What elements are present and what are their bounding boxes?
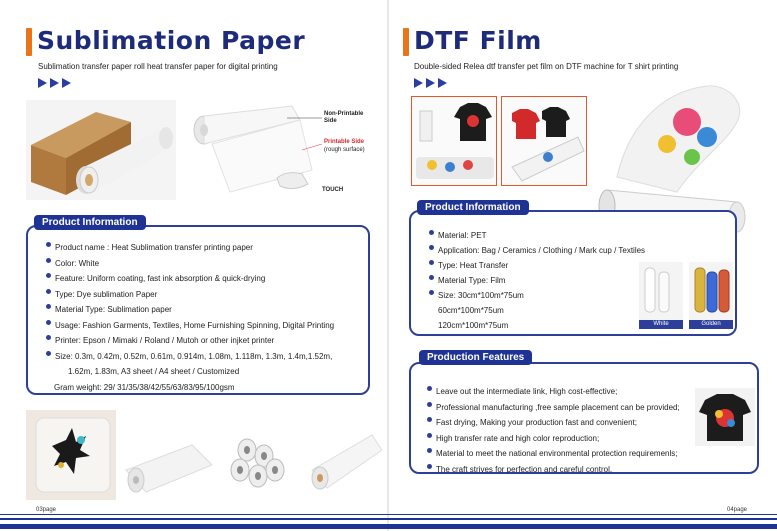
callout-touch: TOUCH — [322, 187, 344, 193]
arrow-icon — [50, 78, 59, 88]
printed-tshirt-photo — [695, 388, 755, 446]
page-spine — [387, 0, 389, 531]
info-item: Feature: Uniform coating, fast ink absor… — [46, 271, 334, 287]
bullet-icon — [429, 290, 434, 295]
white-swatch-label: White — [639, 320, 683, 329]
info-item: Size: 0.3m, 0.42m, 0.52m, 0.61m, 0.914m,… — [46, 349, 334, 365]
feature-item: Leave out the intermediate link, High co… — [427, 384, 680, 400]
bullet-icon — [427, 386, 432, 391]
product-info-list: Product name : Heat Sublimation transfer… — [46, 240, 334, 395]
product-info-title: Product Information — [34, 215, 146, 230]
bullet-icon — [427, 463, 432, 469]
dtf-product-info-title: Product Information — [417, 200, 529, 215]
product-info-box — [26, 225, 370, 395]
title-accent-bar — [26, 28, 32, 56]
info-item: Printer: Epson / Mimaki / Roland / Mutoh… — [46, 333, 334, 349]
feature-item: The craft strives for perfection and car… — [427, 462, 680, 478]
callout-printable: Printable Side — [324, 139, 365, 145]
feature-item: Professional manufacturing ,free sample … — [427, 400, 680, 416]
bullet-icon — [46, 288, 51, 294]
bullet-icon — [46, 257, 51, 263]
arrow-icon — [438, 78, 447, 88]
bullet-icon — [429, 245, 434, 250]
dtf-printed-shirts-photo — [501, 96, 587, 186]
dtf-product-info-list: Material: PET Application: Bag / Ceramic… — [429, 228, 645, 333]
info-item: Product name : Heat Sublimation transfer… — [46, 240, 334, 256]
paper-roll-photo — [26, 100, 176, 200]
info-item: Material: PET — [429, 228, 645, 243]
page-title-dtf: DTF Film — [414, 26, 542, 55]
info-item: Material Type: Film — [429, 273, 645, 288]
info-item-continued: 120cm*100m*75um — [438, 321, 509, 330]
footer-rule — [0, 518, 777, 520]
footer-rule-thick — [0, 524, 777, 529]
paper-sides-photo — [182, 100, 372, 200]
golden-film-swatch — [689, 262, 733, 320]
callout-printable-note: (rough surface) — [324, 147, 365, 153]
callout-non-printable: Non-Printable Side — [324, 111, 364, 124]
arrow-icon — [38, 78, 47, 88]
feature-item: High transfer rate and high color reprod… — [427, 431, 680, 447]
title-accent-bar — [403, 28, 409, 56]
info-item: Type: Dye sublimation Paper — [46, 287, 334, 303]
bullet-icon — [427, 448, 432, 453]
info-item: Size: 30cm*100m*75um — [429, 288, 645, 303]
bullet-icon — [429, 275, 434, 280]
bullet-icon — [46, 319, 51, 325]
feature-item: Material to meet the national environmen… — [427, 446, 680, 462]
bullet-icon — [429, 230, 434, 235]
info-item: Type: Heat Transfer — [429, 258, 645, 273]
info-item: Application: Bag / Ceramics / Clothing /… — [429, 243, 645, 258]
page-subtitle: Sublimation transfer paper roll heat tra… — [38, 62, 278, 71]
bullet-icon — [46, 273, 51, 278]
dtf-rolls-tshirt-photo — [411, 96, 497, 186]
arrow-icon — [414, 78, 423, 88]
production-features-title: Production Features — [419, 350, 533, 365]
production-features-list: Leave out the intermediate link, High co… — [427, 384, 680, 477]
right-page: DTF Film Double-sided Relea dtf transfer… — [389, 0, 777, 531]
bullet-icon — [427, 401, 432, 407]
bullet-icon — [429, 260, 434, 265]
bullet-icon — [46, 350, 51, 356]
info-item: Color: White — [46, 256, 334, 272]
bullet-icon — [427, 417, 432, 422]
left-page: Sublimation Paper Sublimation transfer p… — [0, 0, 388, 531]
page-number: 03page — [36, 507, 57, 513]
golden-swatch-label: Golden — [689, 320, 733, 329]
white-film-swatch — [639, 262, 683, 320]
feature-item: Fast drying, Making your production fast… — [427, 415, 680, 431]
info-item: Usage: Fashion Garments, Textiles, Home … — [46, 318, 334, 334]
bullet-icon — [46, 304, 51, 309]
arrow-icon — [62, 78, 71, 88]
page-subtitle: Double-sided Relea dtf transfer pet film… — [414, 62, 679, 71]
arrow-row — [414, 78, 447, 88]
bullet-icon — [46, 335, 51, 340]
pillow-photo — [26, 410, 116, 500]
info-item-continued: 60cm*100m*75um — [438, 306, 504, 315]
arrow-icon — [426, 78, 435, 88]
page-number: 04page — [727, 507, 748, 513]
page-title-sublimation: Sublimation Paper — [37, 26, 306, 55]
bullet-icon — [427, 432, 432, 438]
footer-rule-thin — [0, 514, 777, 515]
info-item: Material Type: Sublimation paper — [46, 302, 334, 318]
info-item-gram-weight: Gram weight: 29/ 31/35/38/42/55/63/83/95… — [54, 382, 235, 392]
arrow-row — [38, 78, 71, 88]
paper-rolls-row-photo — [122, 410, 382, 500]
bullet-icon — [46, 242, 51, 247]
info-item-continued: 1.62m, 1.83m, A3 sheet / A4 sheet / Cust… — [68, 367, 240, 376]
